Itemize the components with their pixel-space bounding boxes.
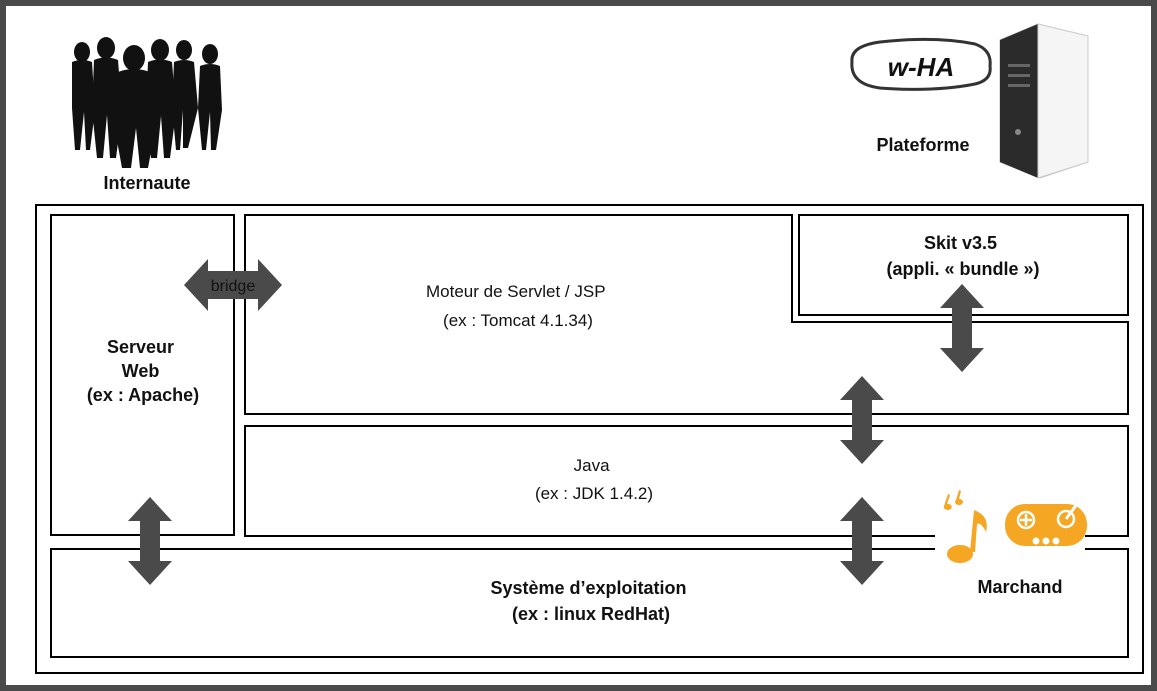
moteur-line-1: Moteur de Servlet / JSP <box>426 282 605 301</box>
java-line-1: Java <box>574 456 610 475</box>
people-icon <box>72 37 222 168</box>
server-icon <box>999 23 1089 179</box>
svg-text:w-HA: w-HA <box>888 52 954 82</box>
marchand-label: Marchand <box>977 577 1062 597</box>
systeme-line-2: (ex : linux RedHat) <box>512 604 670 624</box>
plateforme-label: Plateforme <box>876 135 969 155</box>
marchand-icons <box>935 490 1087 566</box>
moteur-line-2: (ex : Tomcat 4.1.34) <box>443 311 593 330</box>
java-line-2: (ex : JDK 1.4.2) <box>535 484 653 503</box>
systeme-line-1: Système d’exploitation <box>490 578 686 598</box>
gamepad-icon <box>1005 499 1087 546</box>
svg-text:Skit v3.5 (appli. « bundle: Skit v3.5 (appli. « bundle ») <box>886 233 1039 279</box>
internaute-label: Internaute <box>103 173 190 193</box>
systeme-box <box>50 548 1129 658</box>
bridge-arrow: bridge <box>184 259 282 311</box>
svg-text:Moteur de Servlet / JSP (e: Moteur de Servlet / JSP (ex : Tomcat 4.1… <box>426 282 610 330</box>
moteur-servlet-box <box>244 214 1129 415</box>
serveur-web-line-3: (ex : Apache) <box>87 385 199 405</box>
wha-logo: w-HA <box>850 37 992 91</box>
serveur-web-line-2: Web <box>122 361 160 381</box>
svg-text:Système d’exploitation (ex: Système d’exploitation (ex : linux RedHa… <box>490 578 691 624</box>
svg-text:Serveur Web (ex : Apac: Serveur Web (ex : Apache) <box>87 337 199 405</box>
svg-text:Java (ex : JDK 1.4.2): Java (ex : JDK 1.4.2) <box>535 456 653 503</box>
svg-text:bridge: bridge <box>211 278 256 295</box>
skit-line-2: (appli. « bundle ») <box>886 259 1039 279</box>
serveur-web-line-1: Serveur <box>107 337 174 357</box>
skit-line-1: Skit v3.5 <box>924 233 997 253</box>
music-note-icon <box>943 490 987 563</box>
